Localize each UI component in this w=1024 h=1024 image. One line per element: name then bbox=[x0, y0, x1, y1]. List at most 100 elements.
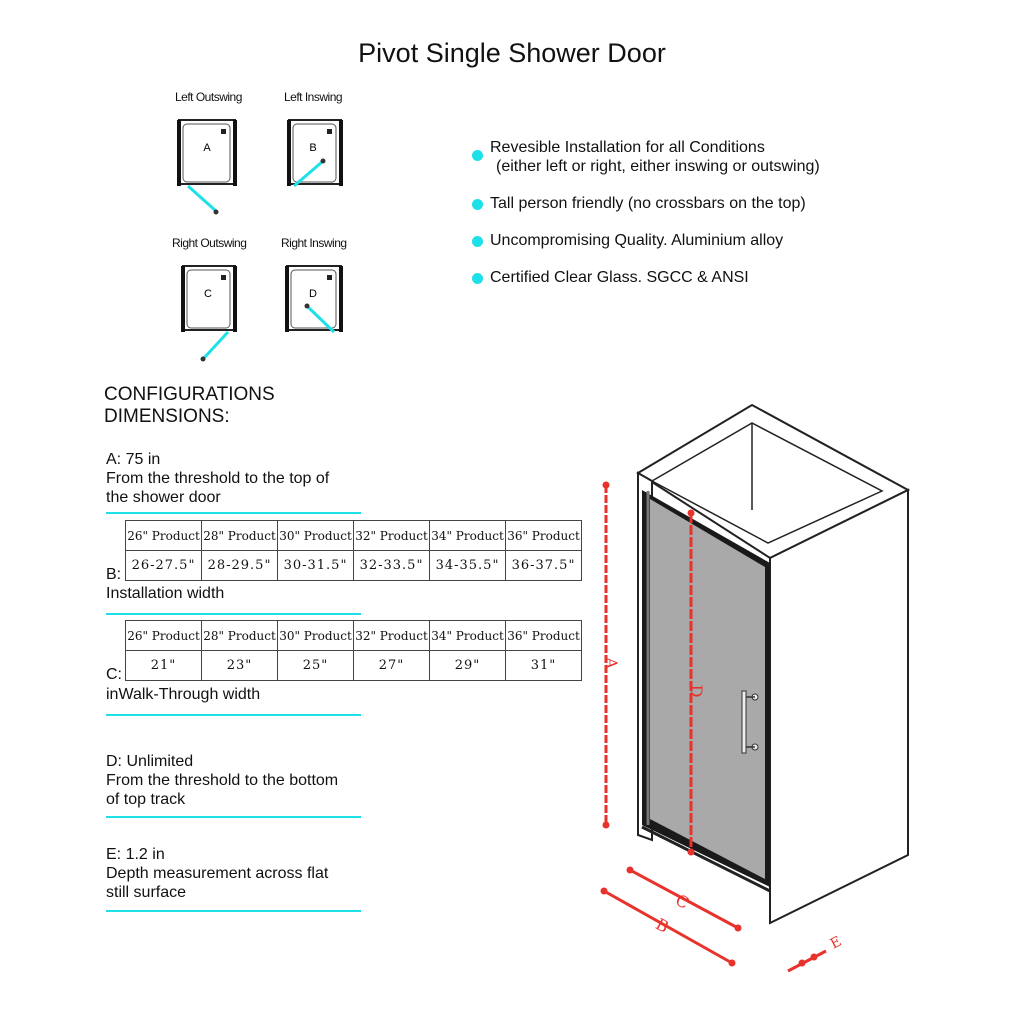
spec-value: 75 in bbox=[125, 451, 161, 468]
table-cell: 26-27.5" bbox=[125, 550, 202, 581]
dimension-label-a: A bbox=[602, 656, 621, 669]
config-letter: B bbox=[309, 142, 316, 154]
table-header-cell: 28" Product bbox=[201, 520, 278, 551]
table-header-cell: 26" Product bbox=[125, 520, 202, 551]
table-header-cell: 36" Product bbox=[505, 520, 582, 551]
table-header-row: 26" Product 28" Product 30" Product 32" … bbox=[125, 620, 582, 651]
spec-value: Unlimited bbox=[126, 753, 194, 770]
spec-key: B: bbox=[106, 566, 122, 583]
spec-key: C: bbox=[106, 666, 122, 683]
table-cell: 31" bbox=[505, 650, 582, 681]
bullet-dot-icon bbox=[472, 273, 483, 284]
page-title: Pivot Single Shower Door bbox=[358, 38, 666, 68]
feature-item: Tall person friendly (no crossbars on th… bbox=[472, 194, 992, 213]
table-header-cell: 34" Product bbox=[429, 520, 506, 551]
door-handle bbox=[741, 690, 747, 754]
divider bbox=[106, 816, 361, 818]
table-header-cell: 34" Product bbox=[429, 620, 506, 651]
feature-item: Certified Clear Glass. SGCC & ANSI bbox=[472, 268, 992, 287]
spec-desc: still surface bbox=[106, 884, 187, 901]
table-cell: 29" bbox=[429, 650, 506, 681]
bullet-dot-icon bbox=[472, 236, 483, 247]
table-header-cell: 32" Product bbox=[353, 520, 430, 551]
table-header-cell: 32" Product bbox=[353, 620, 430, 651]
door-swing-line bbox=[202, 330, 230, 360]
table-cell: 23" bbox=[201, 650, 278, 681]
table-header-cell: 30" Product bbox=[277, 620, 354, 651]
spec-key: E: bbox=[106, 846, 122, 863]
config-diagram-left-inswing: B bbox=[287, 119, 343, 188]
config-diagram-right-outswing: C bbox=[181, 265, 237, 362]
feature-subtext: (either left or right, either inswing or… bbox=[496, 158, 820, 175]
config-label-right-inswing: Right Inswing bbox=[281, 236, 347, 250]
spec-d: D: Unlimited From the threshold to the b… bbox=[106, 752, 338, 809]
bullet-dot-icon bbox=[472, 150, 483, 161]
table-walk-through-width: 26" Product 28" Product 30" Product 32" … bbox=[125, 620, 582, 681]
dimension-label-d: D bbox=[687, 685, 706, 698]
feature-text: Certified Clear Glass. SGCC & ANSI bbox=[490, 269, 749, 286]
spec-b-desc: Installation width bbox=[106, 585, 225, 602]
config-letter: A bbox=[203, 142, 211, 154]
table-header-cell: 30" Product bbox=[277, 520, 354, 551]
spec-desc: From the threshold to the bottom bbox=[106, 772, 339, 789]
config-diagram-right-inswing: D bbox=[285, 265, 343, 334]
divider bbox=[106, 613, 361, 615]
bullet-dot-icon bbox=[472, 199, 483, 210]
door-glass bbox=[650, 499, 765, 879]
table-row: 26-27.5" 28-29.5" 30-31.5" 32-33.5" 34-3… bbox=[125, 550, 582, 581]
spec-value: 1.2 in bbox=[125, 846, 165, 863]
feature-item: Uncompromising Quality. Aluminium alloy bbox=[472, 231, 992, 250]
config-label-right-outswing: Right Outswing bbox=[172, 236, 247, 250]
feature-item: Revesible Installation for all Condition… bbox=[472, 138, 992, 176]
enclosure-right-wall bbox=[769, 488, 909, 925]
config-label-left-inswing: Left Inswing bbox=[284, 90, 343, 104]
spec-desc: the shower door bbox=[106, 489, 221, 506]
table-row: 21" 23" 25" 27" 29" 31" bbox=[125, 650, 582, 681]
table-header-cell: 28" Product bbox=[201, 620, 278, 651]
spec-a: A: 75 in From the threshold to the top o… bbox=[106, 450, 329, 507]
config-label-left-outswing: Left Outswing bbox=[175, 90, 242, 104]
feature-text: Uncompromising Quality. Aluminium alloy bbox=[490, 232, 784, 249]
heading-line: DIMENSIONS: bbox=[104, 406, 230, 427]
feature-text: Revesible Installation for all Condition… bbox=[490, 139, 765, 156]
spec-desc: Depth measurement across flat bbox=[106, 865, 329, 882]
table-cell: 32-33.5" bbox=[353, 550, 430, 581]
table-cell: 34-35.5" bbox=[429, 550, 506, 581]
feature-list: Revesible Installation for all Condition… bbox=[472, 138, 992, 305]
door-swing-line bbox=[187, 184, 217, 213]
divider bbox=[106, 910, 361, 912]
table-cell: 30-31.5" bbox=[277, 550, 354, 581]
table-header-cell: 36" Product bbox=[505, 620, 582, 651]
divider bbox=[106, 512, 361, 514]
spec-desc: From the threshold to the top of bbox=[106, 470, 330, 487]
spec-c-desc: inWalk-Through width bbox=[106, 686, 261, 703]
dimension-label-e: E bbox=[828, 934, 845, 953]
table-header-cell: 26" Product bbox=[125, 620, 202, 651]
dimension-line-b bbox=[603, 889, 733, 965]
table-cell: 27" bbox=[353, 650, 430, 681]
spec-key: D: bbox=[106, 753, 122, 770]
configurations-heading: CONFIGURATIONS DIMENSIONS: bbox=[104, 384, 275, 428]
door-swing-line bbox=[306, 305, 336, 334]
spec-e: E: 1.2 in Depth measurement across flat … bbox=[106, 845, 328, 902]
table-cell: 25" bbox=[277, 650, 354, 681]
heading-line: CONFIGURATIONS bbox=[104, 384, 275, 405]
config-diagram-left-outswing: A bbox=[177, 119, 237, 215]
table-cell: 28-29.5" bbox=[201, 550, 278, 581]
config-letter: D bbox=[309, 288, 317, 300]
feature-text: Tall person friendly (no crossbars on th… bbox=[490, 195, 806, 212]
shower-door-illustration: A D C B E bbox=[600, 403, 911, 973]
table-cell: 36-37.5" bbox=[505, 550, 582, 581]
table-cell: 21" bbox=[125, 650, 202, 681]
door-swing-line bbox=[293, 160, 323, 188]
dimension-line-c bbox=[629, 868, 739, 930]
dimension-label-b: B bbox=[653, 914, 672, 936]
table-installation-width: 26" Product 28" Product 30" Product 32" … bbox=[125, 520, 582, 581]
dimension-line-e bbox=[787, 949, 827, 973]
spec-desc: of top track bbox=[106, 791, 186, 808]
table-header-row: 26" Product 28" Product 30" Product 32" … bbox=[125, 520, 582, 551]
spec-key: A: bbox=[106, 451, 122, 468]
config-letter: C bbox=[204, 288, 212, 300]
enclosure-opening bbox=[650, 422, 884, 544]
divider bbox=[106, 714, 361, 716]
